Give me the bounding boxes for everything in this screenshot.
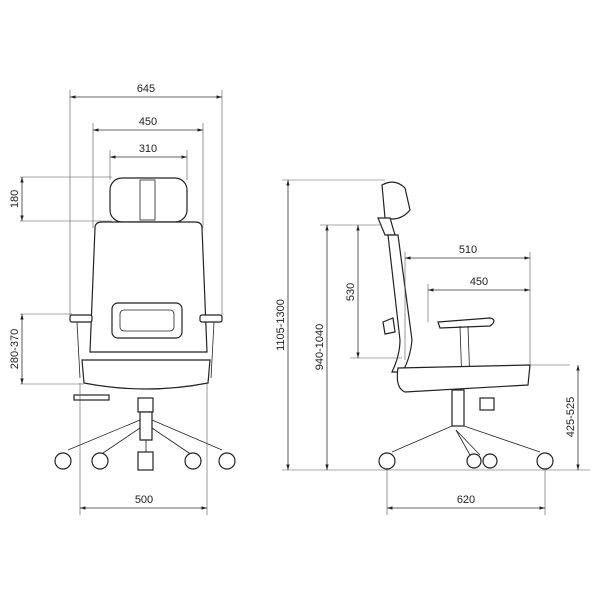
- left-armrest: [69, 314, 93, 323]
- dim-armrest-height: 280-370: [9, 329, 21, 369]
- headrest: [109, 177, 188, 223]
- dim-total-height: 1105-1300: [275, 299, 287, 351]
- lumbar-knob: [382, 317, 396, 335]
- side-casters: [378, 452, 554, 470]
- dim-overall-width: 645: [137, 83, 155, 95]
- side-dimensions: 1105-1300 940-1040 530 510 450 425-525 6…: [275, 180, 580, 510]
- dim-headrest-width: 310: [139, 143, 157, 155]
- front-dimensions: 645 450 310 180 280-370 500: [9, 83, 222, 510]
- casters: [54, 451, 236, 471]
- dim-base-width: 500: [135, 494, 153, 506]
- front-extension-lines: [20, 90, 223, 515]
- gas-lift: [137, 397, 154, 413]
- dim-base-depth: 620: [457, 494, 475, 506]
- dim-back-height: 940-1040: [314, 324, 326, 371]
- side-view-chair: [377, 181, 554, 470]
- dim-backrest-height: 530: [345, 283, 357, 301]
- side-armrest: [437, 317, 495, 329]
- side-seat: [396, 364, 531, 393]
- right-armrest: [199, 314, 223, 323]
- seat: [81, 359, 211, 390]
- side-headrest: [381, 181, 411, 220]
- dim-seat-depth: 510: [459, 244, 477, 256]
- dim-seat-height: 425-525: [565, 397, 577, 437]
- headrest-bracket: [139, 179, 156, 221]
- lumbar-support: [111, 302, 183, 339]
- side-gas-lift: [451, 389, 465, 427]
- dim-headrest-height: 180: [9, 190, 21, 208]
- dim-backrest-width: 450: [139, 116, 157, 128]
- front-view-chair: [54, 177, 236, 471]
- side-backrest: [387, 234, 413, 373]
- tilt-knob: [479, 397, 495, 411]
- adjust-lever: [73, 394, 110, 401]
- dim-armrest-depth: 450: [470, 276, 488, 288]
- side-extension-lines: [282, 179, 590, 515]
